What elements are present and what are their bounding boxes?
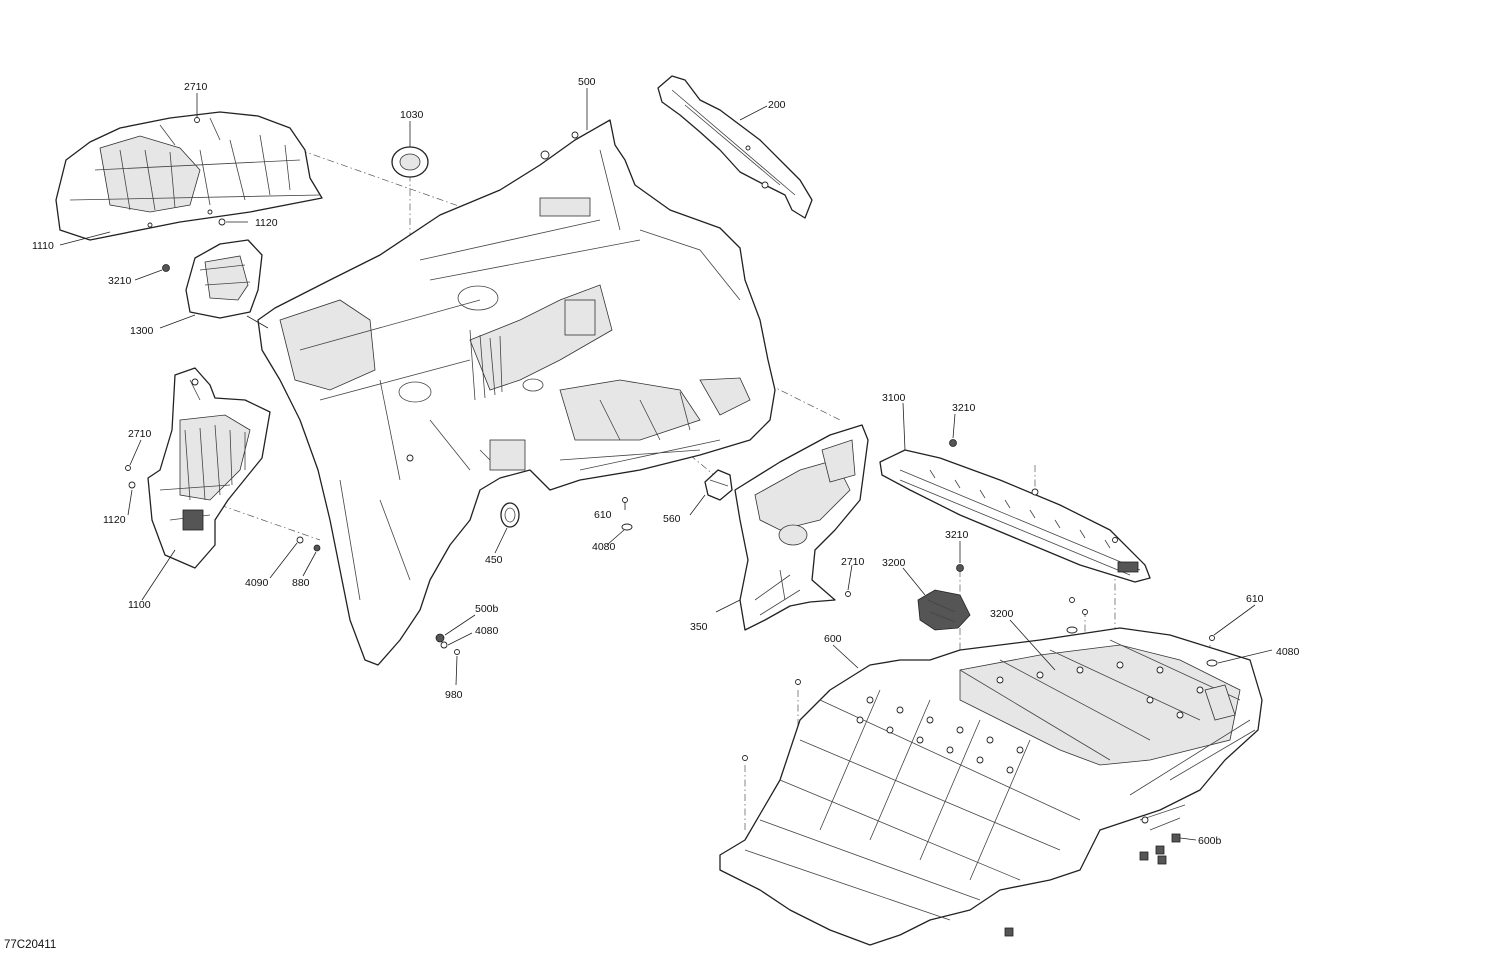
callout-label: 1030 — [400, 109, 424, 121]
callout-label: 880 — [292, 577, 310, 589]
callout-label: 3210 — [952, 402, 976, 414]
part-1030-plug — [391, 146, 429, 178]
part-500-main-bulkhead — [257, 119, 776, 666]
callout-label: 1120 — [255, 217, 278, 229]
part-3200-bracket-left — [917, 589, 971, 631]
part-1300-cover — [185, 239, 263, 319]
part-1110-console-panel — [55, 111, 323, 241]
callout-label: 450 — [485, 554, 503, 566]
callout-label: 2710 — [184, 81, 208, 93]
callout-label: 500 — [578, 76, 596, 88]
callout-label: 4080 — [1276, 646, 1300, 658]
callout-label: 3210 — [945, 529, 969, 541]
part-1100-side-panel — [147, 367, 271, 569]
callout-label: 600 — [824, 633, 842, 645]
callout-label: 2710 — [128, 428, 152, 440]
callout-label: 600b — [1198, 835, 1222, 847]
part-350-rear-panel — [734, 424, 869, 631]
callout-labels: 2710 1030 500 200 1120 1110 3210 1300 27… — [32, 76, 1300, 847]
callout-label: 610 — [594, 509, 612, 521]
callout-label: 560 — [663, 513, 681, 525]
callout-label: 4090 — [245, 577, 269, 589]
part-600-skid-plate — [719, 627, 1263, 946]
callout-label: 3200 — [882, 557, 906, 569]
fasteners — [125, 117, 1218, 761]
callout-label: 200 — [768, 99, 786, 111]
document-id: 77C20411 — [4, 939, 56, 951]
callout-label: 3210 — [108, 275, 132, 287]
loose-hardware — [1004, 833, 1181, 937]
part-560-connector — [704, 469, 733, 501]
callout-label: 4080 — [592, 541, 616, 553]
callout-label: 2710 — [841, 556, 865, 568]
callout-label: 610 — [1246, 593, 1264, 605]
callout-label: 3200 — [990, 608, 1014, 620]
callout-label: 1120 — [103, 514, 126, 526]
callout-label: 1100 — [128, 599, 151, 611]
callout-label: 3100 — [882, 392, 906, 404]
part-3100-floor-panel — [879, 449, 1151, 583]
callout-label: 1300 — [130, 325, 154, 337]
leader-lines — [59, 88, 1273, 841]
callout-label: 980 — [445, 689, 463, 701]
callout-label: 500b — [475, 603, 499, 615]
callout-label: 350 — [690, 621, 708, 633]
callout-label: 1110 — [32, 240, 54, 252]
callout-label: 4080 — [475, 625, 499, 637]
part-450-grommet — [500, 502, 520, 528]
part-200-support-bracket — [657, 75, 813, 219]
